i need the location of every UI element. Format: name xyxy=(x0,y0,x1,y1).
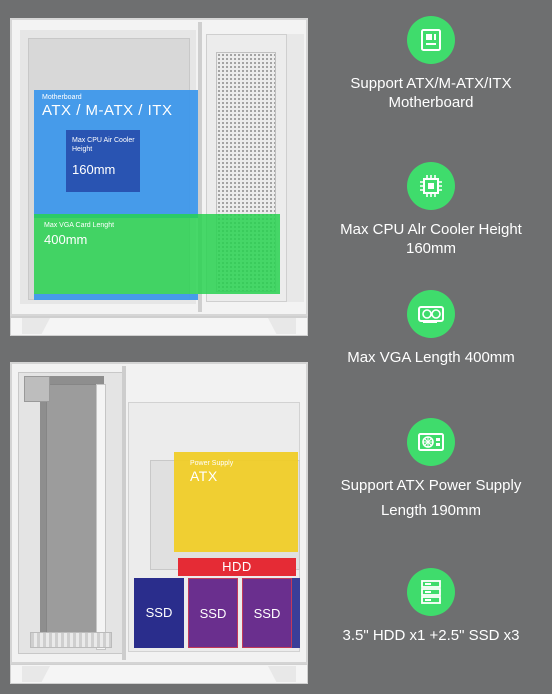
psu-value: ATX xyxy=(190,468,218,484)
gpu-icon xyxy=(407,290,455,338)
case-foot-left xyxy=(22,318,50,334)
case-front-view: Motherboard ATX / M-ATX / ITX Max VGA Ca… xyxy=(10,12,308,336)
case-base xyxy=(10,316,308,336)
motherboard-value: ATX / M-ATX / ITX xyxy=(42,102,173,119)
cpu-icon xyxy=(407,162,455,210)
feature-drives: 3.5" HDD x1 +2.5" SSD x3 xyxy=(336,568,526,645)
divider-rail xyxy=(198,22,202,312)
case-foot-left xyxy=(22,666,50,682)
motherboard-label: Motherboard xyxy=(42,94,82,101)
feature-power-supply: Support ATX Power Supply Length 190mm xyxy=(336,418,526,520)
ssd-slot-1: SSD xyxy=(134,578,184,648)
motherboard-area-bottom xyxy=(34,294,198,300)
power-supply-icon xyxy=(407,418,455,466)
feature-text-extra: Length 190mm xyxy=(380,502,482,519)
cpu-cooler-area: Max CPU Air Cooler Height 160mm xyxy=(66,130,140,192)
case-side-view: Power Supply ATX HDD SSD SSD SSD xyxy=(10,362,308,688)
side-edge xyxy=(286,34,304,302)
drive-stack-icon xyxy=(407,568,455,616)
power-supply-area: Power Supply ATX xyxy=(174,452,298,552)
divider-rail xyxy=(122,366,126,660)
case-foot-right xyxy=(268,318,296,334)
case-base xyxy=(10,664,308,684)
cpu-label: Max CPU Air Cooler Height xyxy=(72,137,135,153)
feature-vga: Max VGA Length 400mm xyxy=(336,290,526,367)
vga-label: Max VGA Card Lenght xyxy=(44,222,115,229)
corner-bracket xyxy=(24,376,50,402)
ssd-slot-edge xyxy=(292,578,300,648)
case-foot-right xyxy=(268,666,296,682)
motherboard-icon xyxy=(407,16,455,64)
cable-area-inner xyxy=(46,384,98,634)
psu-label: Power Supply xyxy=(190,460,234,467)
vertical-bar xyxy=(96,384,106,650)
vga-value: 400mm xyxy=(44,232,88,247)
ssd-slot-2: SSD xyxy=(188,578,238,648)
feature-text: 3.5" HDD x1 +2.5" SSD x3 xyxy=(342,627,520,644)
bottom-grille xyxy=(30,632,112,648)
cpu-value: 160mm xyxy=(72,162,116,177)
feature-cpu-cooler: Max CPU Alr Cooler Height 160mm xyxy=(336,162,526,258)
feature-text: Support ATX Power Supply xyxy=(340,477,522,494)
ssd-slot-3: SSD xyxy=(242,578,292,648)
feature-text: Max CPU Alr Cooler Height 160mm xyxy=(340,221,522,257)
feature-text: Support ATX/M-ATX/ITX Motherboard xyxy=(350,75,512,111)
feature-motherboard: Support ATX/M-ATX/ITX Motherboard xyxy=(336,16,526,112)
vga-area: Max VGA Card Lenght 400mm xyxy=(34,214,280,294)
hdd-slot: HDD xyxy=(178,558,296,576)
feature-text: Max VGA Length 400mm xyxy=(347,349,515,366)
